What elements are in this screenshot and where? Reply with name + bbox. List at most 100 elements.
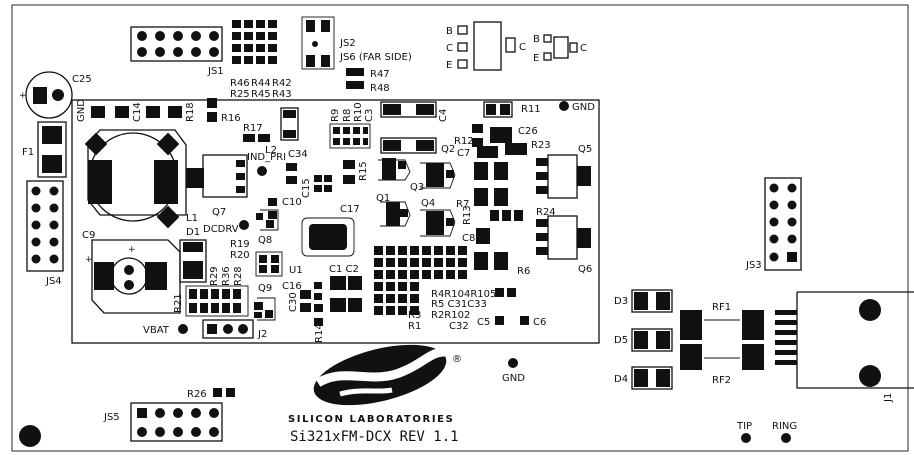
d5-label: D5 <box>614 335 628 346</box>
js2-jumper[interactable] <box>301 16 335 70</box>
c3-label: C3 <box>364 109 375 122</box>
tip-label: TIP <box>736 421 752 432</box>
j2-connector[interactable] <box>202 319 254 339</box>
q7-label: Q7 <box>212 207 226 218</box>
r12-label: R12 <box>454 136 474 147</box>
resistor-array-r42-r46 <box>232 20 277 64</box>
c7-label: C7 <box>457 148 470 159</box>
gnd-right-label: GND <box>572 102 595 113</box>
svg-text:C: C <box>519 42 526 53</box>
ring-label: RING <box>772 421 797 432</box>
js3-label: JS3 <box>745 260 762 271</box>
q1-label: Q1 <box>376 193 390 204</box>
r19-label: R19 <box>230 239 250 250</box>
r42-label: R42 <box>272 78 292 89</box>
svg-text:+: + <box>85 255 93 265</box>
c1c2-label: C1 C2 <box>329 264 359 275</box>
r24-label: R24 <box>536 207 556 218</box>
c25-label: C25 <box>72 74 92 85</box>
d1-label: D1 <box>186 227 200 238</box>
r21-resistor-array <box>185 285 249 317</box>
svg-text:C: C <box>446 43 453 54</box>
gnd-bottom-label: GND <box>502 373 525 384</box>
q3-label: Q3 <box>410 182 424 193</box>
r6-label: R6 <box>517 266 530 277</box>
c32-label: C32 <box>449 321 469 332</box>
r8-label: R8 <box>342 109 353 122</box>
svg-text:+: + <box>19 91 27 101</box>
r43-label: R43 <box>272 89 292 100</box>
r3-label: R3 <box>408 310 421 321</box>
svg-text:E: E <box>533 53 539 64</box>
r5c31c33-label: R5 C31C33 <box>431 299 487 310</box>
silicon-labs-logo: ® <box>313 344 462 406</box>
module-outline <box>71 99 600 344</box>
q7-transistor <box>186 154 248 198</box>
rf2-label: RF2 <box>712 375 731 386</box>
f1-label: F1 <box>22 147 34 158</box>
d5-diode <box>631 328 673 352</box>
r48-label: R48 <box>370 83 390 94</box>
r25-label: R25 <box>230 89 250 100</box>
rf1-label: RF1 <box>712 302 731 313</box>
c16-label: C16 <box>282 281 302 292</box>
c6-label: C6 <box>533 317 546 328</box>
svg-text:B: B <box>533 34 540 45</box>
r17-label: R17 <box>243 123 263 134</box>
svg-text:E: E <box>446 60 452 71</box>
c25-capacitor: + <box>19 71 73 119</box>
js5-header[interactable] <box>130 402 223 442</box>
model-text: Si321xFM-DCX REV 1.1 <box>290 429 459 445</box>
d4-label: D4 <box>614 374 628 385</box>
r26-label: R26 <box>187 389 207 400</box>
registered-mark: ® <box>452 354 462 365</box>
c15-label: C15 <box>301 178 312 198</box>
r10-label: R10 <box>353 102 364 122</box>
c4-label: C4 <box>438 109 449 122</box>
j1-rj11-connector[interactable] <box>775 291 914 389</box>
c34-label: C34 <box>288 149 308 160</box>
j1-label: J1 <box>883 393 894 403</box>
svg-text:B: B <box>446 26 453 37</box>
r14-label: R14 <box>314 323 325 343</box>
l1-label: L1 <box>186 213 198 224</box>
r45-label: R45 <box>251 89 271 100</box>
r47-label: R47 <box>370 69 390 80</box>
js3-header[interactable] <box>764 177 802 271</box>
brand-text: SILICON LABORATORIES <box>288 414 454 425</box>
r9-label: R9 <box>330 109 341 122</box>
d3-diode <box>631 289 673 313</box>
r21-label: R21 <box>173 293 184 313</box>
r7-label: R7 <box>456 199 469 210</box>
q9-transistor <box>254 297 276 321</box>
c26-label: C26 <box>518 126 538 137</box>
r20-label: R20 <box>230 250 250 261</box>
d3-label: D3 <box>614 296 628 307</box>
ind-pri-label: IND_PRI <box>247 152 286 163</box>
j2-label: J2 <box>257 329 267 340</box>
svg-text:+: + <box>128 245 136 255</box>
r36-label: R36 <box>221 266 232 286</box>
c9-label: C9 <box>82 230 95 241</box>
q5-label: Q5 <box>578 144 592 155</box>
l1-inductor <box>84 129 187 229</box>
js4-label: JS4 <box>45 276 62 287</box>
q2-transistor <box>378 158 411 181</box>
js1-label: JS1 <box>207 66 224 77</box>
r15-label: R15 <box>358 161 369 181</box>
l2-inductor <box>280 107 299 141</box>
r4r104r105-label: R4R104R105 <box>431 289 496 300</box>
l2-label: L2 <box>265 145 277 156</box>
r1-label: R1 <box>408 321 421 332</box>
js4-header[interactable] <box>26 180 64 272</box>
js2-label: JS2 <box>339 38 356 49</box>
js1-header[interactable] <box>130 26 223 62</box>
r2r102-label: R2R102 <box>431 310 470 321</box>
r13-label: R13 <box>462 205 473 225</box>
q3-transistor <box>420 162 456 189</box>
r28-label: R28 <box>233 266 244 286</box>
r23-label: R23 <box>531 140 551 151</box>
c9-capacitor: + + <box>85 239 181 314</box>
c10-label: C10 <box>282 197 302 208</box>
